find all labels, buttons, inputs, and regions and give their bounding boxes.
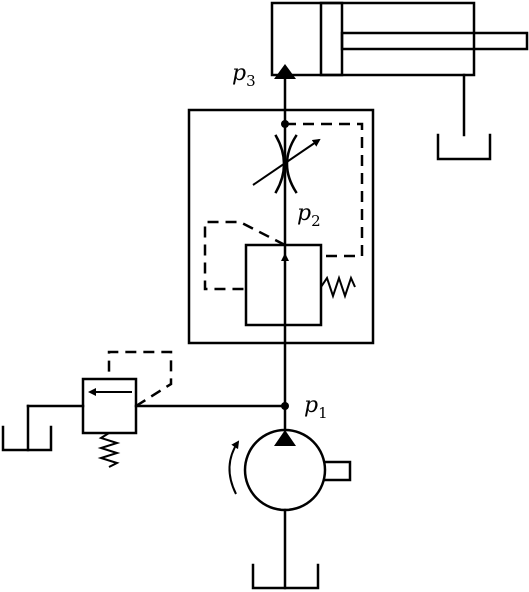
adjustable-throttle-icon <box>252 134 321 194</box>
pump-rotation-arrow-icon <box>228 440 240 495</box>
pilot-line-p2 <box>203 220 286 291</box>
junction-node <box>281 402 289 410</box>
hydraulic-pump <box>228 428 352 590</box>
cylinder-tank-icon <box>436 133 492 161</box>
relief-spring-icon <box>97 432 121 468</box>
cylinder-piston <box>319 1 344 77</box>
flow-control-valve-housing <box>187 108 375 345</box>
cylinder-barrel <box>270 1 476 77</box>
relief-valve <box>1 350 173 468</box>
pump-shaft-icon <box>323 460 352 482</box>
relief-valve-body <box>81 377 138 435</box>
pump-tank-icon <box>251 563 320 590</box>
label-p2: p2 <box>297 201 321 230</box>
pump-outlet-triangle-icon <box>274 430 296 446</box>
pressure-reducing-spool <box>244 243 323 327</box>
label-p3: p3 <box>232 61 256 90</box>
cylinder-piston-rod <box>340 31 529 51</box>
label-p1: p1 <box>304 393 328 422</box>
pilot-line-downstream <box>285 122 364 258</box>
cylinder-port-triangle-icon <box>274 64 296 79</box>
reducer-spring-icon <box>320 274 356 300</box>
hydraulic-cylinder <box>270 1 529 161</box>
relief-pilot-line <box>107 350 173 408</box>
